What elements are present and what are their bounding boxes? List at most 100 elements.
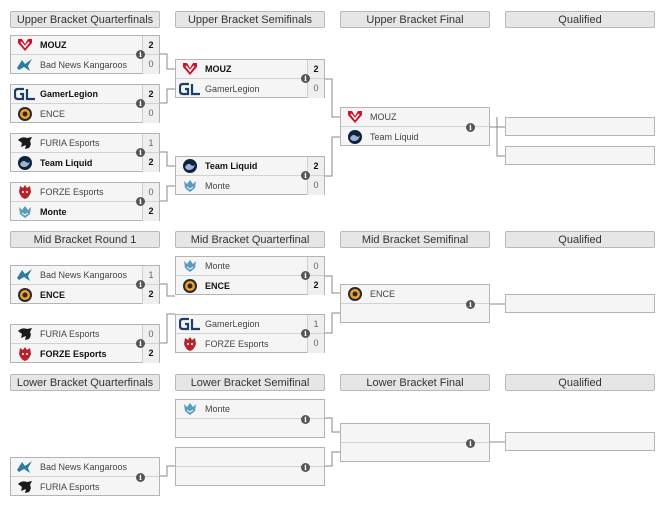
mouz-logo-icon — [344, 109, 366, 126]
team-score: 1 — [307, 315, 324, 333]
kangaroos-logo-icon — [14, 56, 36, 73]
match-ubqf2[interactable]: GamerLegion 2 ENCE 0 i — [10, 84, 160, 123]
team-name: Monte — [205, 404, 231, 414]
team-score: 2 — [142, 85, 159, 103]
match-info-icon[interactable]: i — [136, 50, 145, 59]
team-score: 2 — [307, 276, 324, 295]
header-upper-qualified: Qualified — [505, 11, 655, 28]
team-name: MOUZ — [40, 40, 67, 50]
header-mid-bracket-semifinal: Mid Bracket Semifinal — [340, 231, 490, 248]
match-ubqf1[interactable]: MOUZ 2 Bad News Kangaroos 0 i — [10, 35, 160, 74]
team-name: GamerLegion — [205, 319, 260, 329]
furia-logo-icon — [14, 326, 36, 343]
match-ubqf4[interactable]: FORZE Esports 0 Monte 2 i — [10, 182, 160, 221]
team-liquid-logo-icon — [14, 154, 36, 171]
team-score: 2 — [142, 36, 159, 54]
team-name: Monte — [40, 206, 67, 217]
team-name: Team Liquid — [205, 161, 258, 171]
team-name: ENCE — [370, 289, 396, 299]
ence-logo-icon — [14, 286, 36, 303]
team-name: ENCE — [40, 108, 66, 119]
match-ubqf3[interactable]: FURIA Esports 1 Team Liquid 2 i — [10, 133, 160, 172]
match-info-icon[interactable]: i — [136, 473, 145, 482]
team-name: FORZE Esports — [40, 187, 104, 197]
header-mid-bracket-round-1: Mid Bracket Round 1 — [10, 231, 160, 248]
match-mbqf1[interactable]: Monte 0 ENCE 2 i — [175, 256, 325, 295]
header-lower-bracket-final: Lower Bracket Final — [340, 374, 490, 391]
match-lbsf1[interactable]: Monte i — [175, 399, 325, 438]
monte-logo-icon — [179, 258, 201, 275]
match-info-icon[interactable]: i — [301, 415, 310, 424]
team-score: 0 — [142, 55, 159, 74]
gamerlegion-logo-icon — [179, 80, 201, 97]
team-score: 1 — [142, 134, 159, 152]
match-lbqf2[interactable]: Bad News Kangaroos FURIA Esports i — [10, 457, 160, 496]
kangaroos-logo-icon — [14, 267, 36, 284]
monte-logo-icon — [14, 203, 36, 220]
match-mbr1a[interactable]: Bad News Kangaroos 1 ENCE 2 i — [10, 265, 160, 304]
team-name: ENCE — [40, 289, 66, 300]
team-name: Monte — [205, 261, 231, 271]
team-liquid-logo-icon — [344, 128, 366, 145]
header-mid-bracket-quarterfinal: Mid Bracket Quarterfinal — [175, 231, 325, 248]
team-name: FURIA Esports — [40, 138, 100, 148]
furia-logo-icon — [14, 478, 36, 495]
team-score: 2 — [142, 285, 159, 304]
mouz-logo-icon — [14, 37, 36, 54]
header-upper-bracket-final: Upper Bracket Final — [340, 11, 490, 28]
monte-logo-icon — [179, 401, 201, 418]
team-score: 0 — [142, 325, 159, 343]
team-name: FURIA Esports — [40, 329, 100, 339]
match-info-icon[interactable]: i — [136, 339, 145, 348]
team-liquid-logo-icon — [179, 158, 201, 175]
qualified-slot-upper-1 — [505, 117, 655, 136]
match-info-icon[interactable]: i — [136, 148, 145, 157]
match-info-icon[interactable]: i — [301, 271, 310, 280]
match-ubsf2[interactable]: Team Liquid 2 Monte 0 i — [175, 156, 325, 195]
match-mbsf[interactable]: ENCE i — [340, 284, 490, 323]
match-info-icon[interactable]: i — [301, 74, 310, 83]
team-score: 0 — [307, 79, 324, 98]
match-ubsf1[interactable]: MOUZ 2 GamerLegion 0 i — [175, 59, 325, 98]
team-score: 2 — [142, 344, 159, 363]
team-score: 0 — [307, 176, 324, 195]
forze-logo-icon — [179, 335, 201, 352]
team-name: Team Liquid — [40, 157, 93, 168]
qualified-slot-upper-2 — [505, 146, 655, 165]
match-info-icon[interactable]: i — [136, 99, 145, 108]
match-info-icon[interactable]: i — [136, 280, 145, 289]
match-lbf[interactable]: i — [340, 423, 490, 462]
team-score: 2 — [142, 202, 159, 221]
mouz-logo-icon — [179, 61, 201, 78]
match-mbr1b[interactable]: FURIA Esports 0 FORZE Esports 2 i — [10, 324, 160, 363]
ence-logo-icon — [344, 286, 366, 303]
team-score: 0 — [142, 183, 159, 201]
ence-logo-icon — [179, 277, 201, 294]
team-name: Team Liquid — [370, 131, 419, 142]
team-score: 0 — [142, 104, 159, 123]
match-lbsf2[interactable]: i — [175, 447, 325, 486]
team-name: Bad News Kangaroos — [40, 59, 128, 70]
match-info-icon[interactable]: i — [301, 329, 310, 338]
team-name: Bad News Kangaroos — [40, 462, 128, 472]
header-lower-qualified: Qualified — [505, 374, 655, 391]
forze-logo-icon — [14, 184, 36, 201]
team-name: Bad News Kangaroos — [40, 270, 128, 280]
match-info-icon[interactable]: i — [301, 463, 310, 472]
team-name: FORZE Esports — [205, 338, 269, 349]
forze-logo-icon — [14, 345, 36, 362]
header-lower-bracket-quarterfinals: Lower Bracket Quarterfinals — [10, 374, 160, 391]
team-name: FORZE Esports — [40, 348, 107, 359]
header-lower-bracket-semifinal: Lower Bracket Semifinal — [175, 374, 325, 391]
qualified-slot-mid — [505, 294, 655, 313]
gamerlegion-logo-icon — [179, 316, 201, 333]
match-info-icon[interactable]: i — [301, 171, 310, 180]
match-info-icon[interactable]: i — [466, 439, 475, 448]
match-info-icon[interactable]: i — [136, 197, 145, 206]
match-ubf[interactable]: MOUZ Team Liquid i — [340, 107, 490, 146]
match-info-icon[interactable]: i — [466, 123, 475, 132]
match-info-icon[interactable]: i — [466, 300, 475, 309]
match-mbqf2[interactable]: GamerLegion 1 FORZE Esports 0 i — [175, 314, 325, 353]
header-upper-bracket-semifinals: Upper Bracket Semifinals — [175, 11, 325, 28]
